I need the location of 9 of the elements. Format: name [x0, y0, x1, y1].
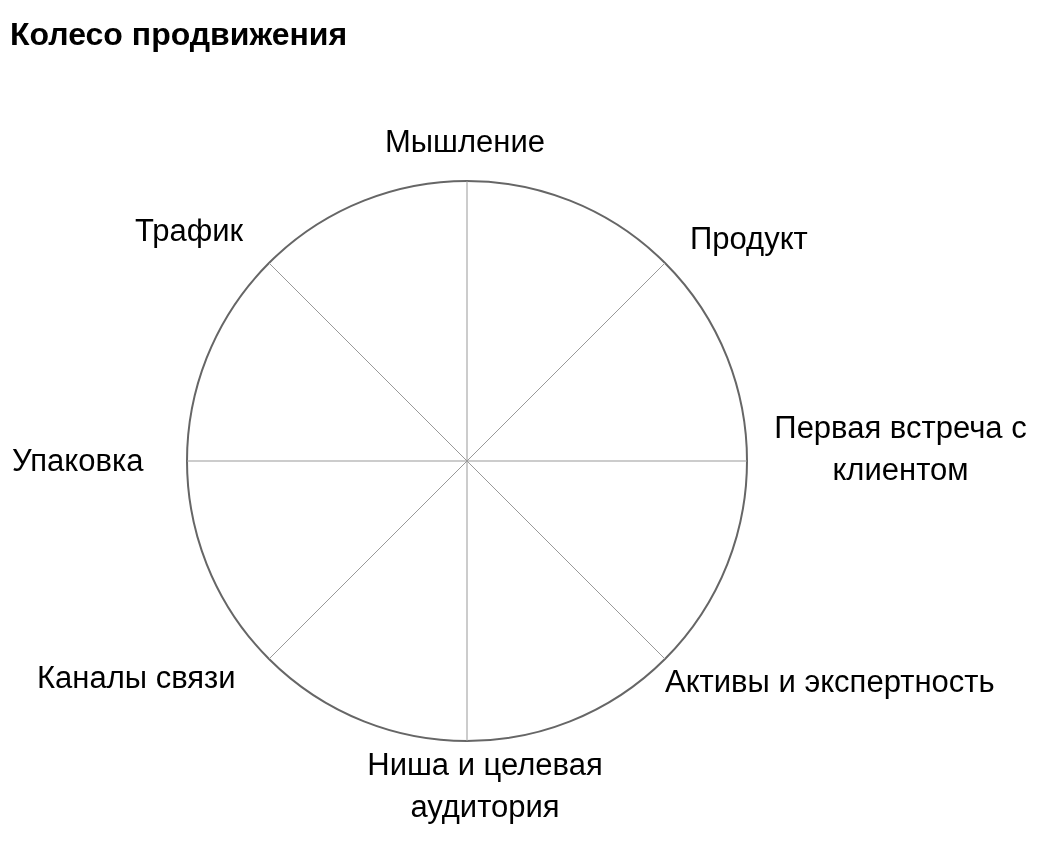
segment-label: Каналы связи	[37, 659, 237, 697]
segment-label: Активы и экспертность	[665, 663, 996, 701]
segment-label: Мышление	[384, 123, 546, 161]
segment-label: Продукт	[690, 220, 809, 258]
segment-label: Упаковка	[12, 442, 145, 480]
segment-label: Трафик	[135, 212, 245, 250]
segment-label: Первая встреча с клиентом	[773, 409, 1028, 489]
title: Колесо продвижения	[10, 16, 348, 53]
segment-label: Ниша и целевая аудитория	[366, 746, 604, 826]
